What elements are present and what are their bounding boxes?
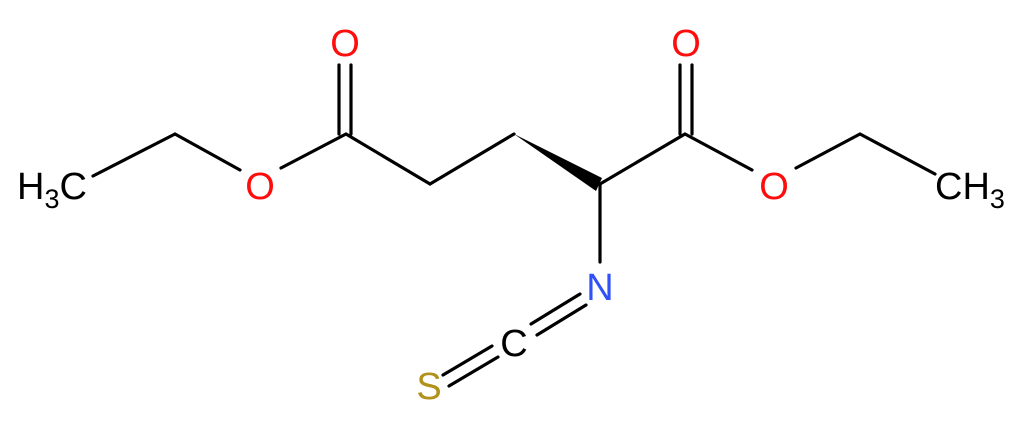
- bond-ch2-ch3-right: [858, 132, 937, 176]
- oxygen-atom-left-ester: O: [245, 166, 275, 208]
- bond-chiral-cester-right: [598, 132, 687, 186]
- bond-n-c-double-a: [529, 292, 582, 326]
- carbon-atom-isothiocyanate: C: [500, 323, 527, 365]
- methyl-left-carbon: C: [59, 166, 86, 208]
- bond-o-ch2-right: [794, 132, 862, 170]
- bond-n-c-double-b: [535, 303, 588, 337]
- atom-label-layer: O O O O N C S H3C CH3: [17, 23, 1005, 408]
- methyl-right-subscript: 3: [990, 184, 1005, 214]
- oxygen-atom-right-ester: O: [759, 166, 789, 208]
- sulfur-atom: S: [416, 366, 441, 408]
- methyl-group-right: CH3: [935, 166, 1005, 214]
- bond-cester-o-right: [683, 132, 754, 172]
- bond-cester-ch2-left: [344, 132, 432, 186]
- oxygen-atom-left-carbonyl: O: [330, 23, 360, 65]
- bond-ch2-o-left: [173, 132, 242, 172]
- methyl-group-left: H3C: [17, 166, 87, 214]
- methyl-left-subscript: 3: [44, 184, 59, 214]
- nitrogen-atom: N: [586, 267, 613, 309]
- bond-ch3-ch2-left: [91, 132, 177, 178]
- bond-o-cester-left: [279, 132, 348, 170]
- methyl-right-ch: CH: [935, 166, 990, 208]
- bond-c-s-double-a: [441, 344, 494, 377]
- stereo-wedge-bond: [514, 134, 602, 191]
- bond-c-s-double-b: [447, 355, 500, 388]
- bond-layer: [91, 63, 937, 388]
- bond-ch2-ch2: [428, 132, 516, 186]
- methyl-left-hydrogen: H: [17, 166, 44, 208]
- oxygen-atom-right-carbonyl: O: [671, 23, 701, 65]
